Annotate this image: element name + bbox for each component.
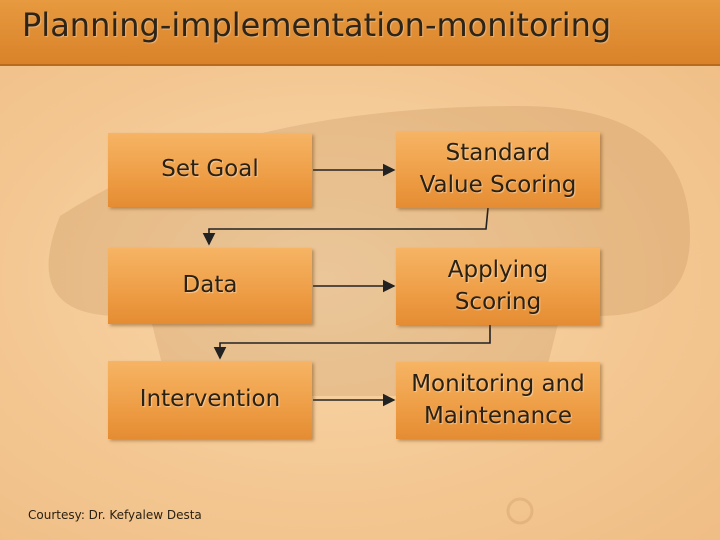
box-intervention-label: Intervention <box>139 386 281 413</box>
box-monitoring-maintenance-label: Monitoring and Maintenance <box>411 370 585 429</box>
arrow-standard-value-to-data <box>202 207 489 246</box>
box-monitoring-maintenance: Monitoring and Maintenance <box>396 362 600 439</box>
slide-title: Planning-implementation-monitoring <box>22 6 612 44</box>
box-data-label: Data <box>182 272 238 299</box>
arrow-applying-scoring-to-intervention <box>213 325 491 360</box>
box-applying-scoring-label: Applying Scoring <box>447 256 549 315</box>
box-set-goal: Set Goal <box>108 133 312 207</box>
box-intervention: Intervention <box>108 361 312 439</box>
box-standard-value-scoring: Standard Value Scoring <box>396 132 600 208</box>
box-standard-value-scoring-label: Standard Value Scoring <box>419 140 577 198</box>
box-applying-scoring: Applying Scoring <box>396 248 600 325</box>
title-bar: Planning-implementation-monitoring <box>0 0 720 66</box>
box-data: Data <box>108 248 312 324</box>
courtesy-credit: Courtesy: Dr. Kefyalew Desta <box>28 508 202 522</box>
box-set-goal-label: Set Goal <box>161 156 259 183</box>
